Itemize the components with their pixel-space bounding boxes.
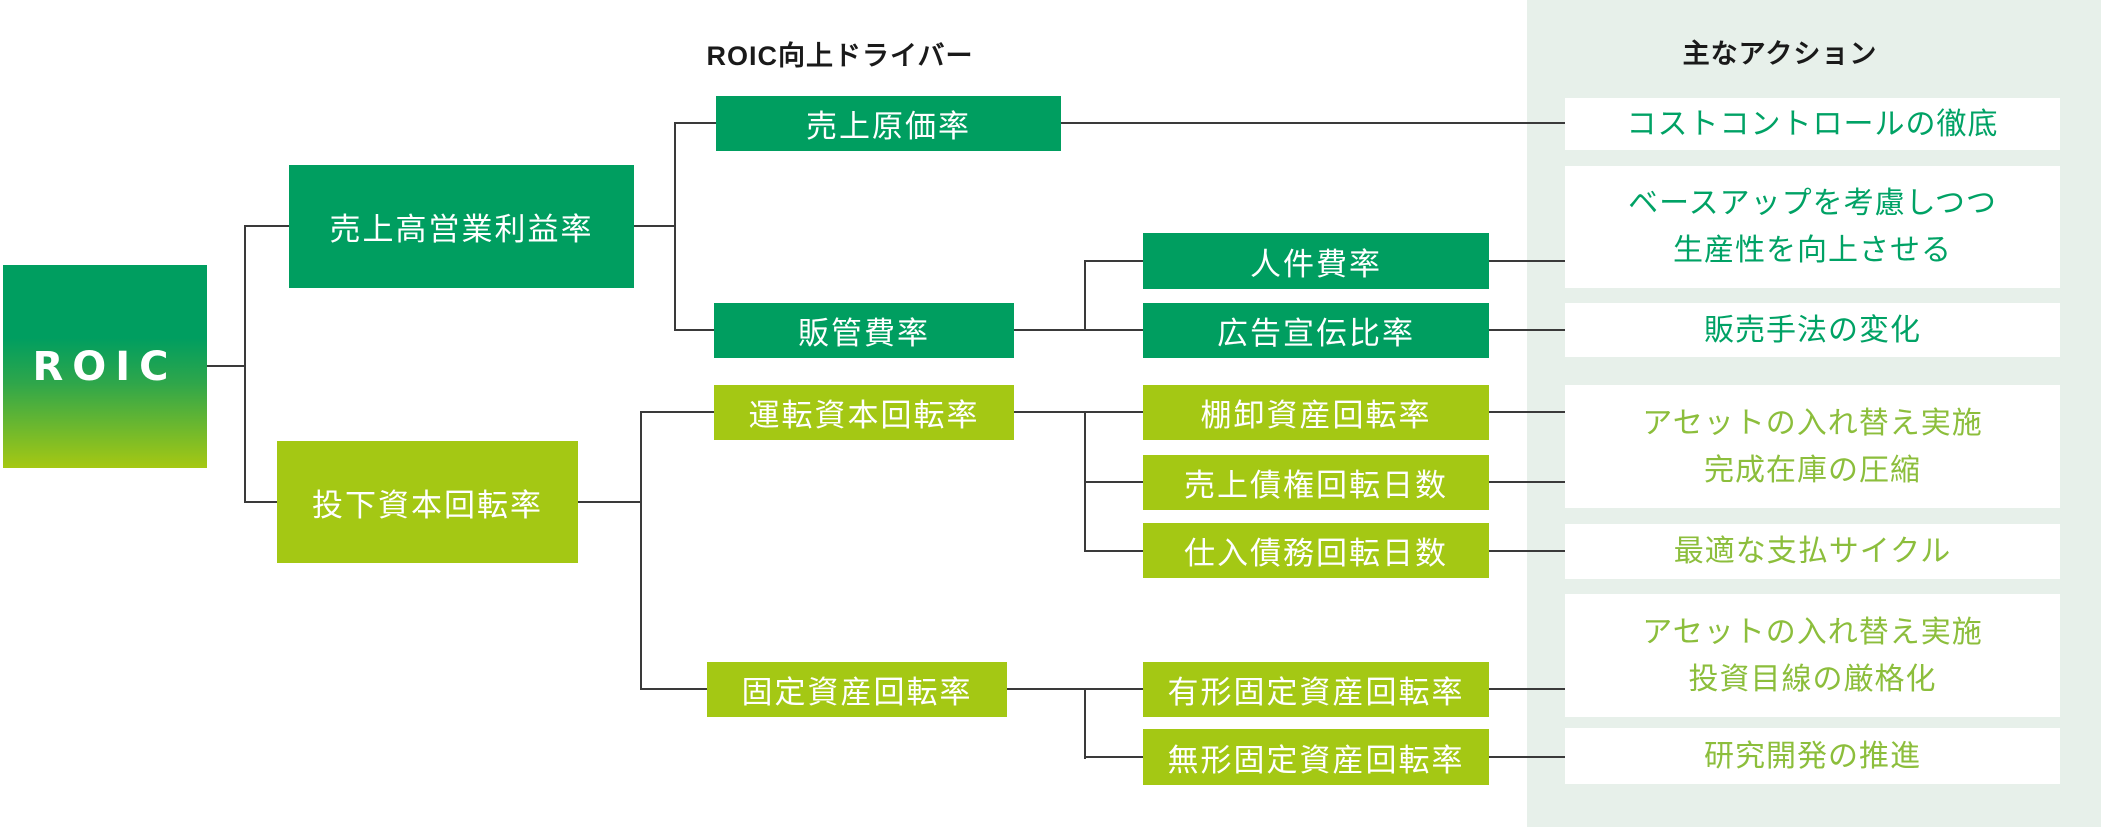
connector-line: [640, 411, 714, 413]
connector-line: [640, 411, 642, 690]
node-intangible-fixed-asset-turnover: 無形固定資産回転率: [1143, 729, 1489, 785]
node-sga-ratio: 販管費率: [714, 303, 1014, 358]
node-fixed-asset-turnover: 固定資産回転率: [707, 662, 1007, 717]
connector-line: [1007, 688, 1143, 690]
action-rnd: 研究開発の推進: [1565, 728, 2060, 784]
action-payment-cycle: 最適な支払サイクル: [1565, 524, 2060, 579]
connector-line: [1489, 688, 1565, 690]
connector-line: [674, 329, 714, 331]
action-productivity-line2: 生産性を向上させる: [1673, 234, 1952, 267]
action-investment-discipline: アセットの入れ替え実施 投資目線の厳格化: [1565, 594, 2060, 717]
action-productivity: ベースアップを考慮しつつ 生産性を向上させる: [1565, 166, 2060, 288]
connector-line: [245, 225, 289, 227]
node-inventory-turnover: 棚卸資産回転率: [1143, 385, 1489, 440]
action-inventory-compression: アセットの入れ替え実施 完成在庫の圧縮: [1565, 385, 2060, 508]
node-working-capital-turnover: 運転資本回転率: [714, 385, 1014, 440]
node-tangible-fixed-asset-turnover: 有形固定資産回転率: [1143, 662, 1489, 717]
action-sales-method: 販売手法の変化: [1565, 303, 2060, 357]
connector-line: [1084, 260, 1143, 262]
header-main-actions: 主なアクション: [1682, 39, 1878, 69]
connector-line: [1489, 481, 1565, 483]
action-inventory-line1: アセットの入れ替え実施: [1642, 406, 1983, 440]
connector-line: [1084, 260, 1086, 331]
connector-line: [1084, 550, 1143, 552]
connector-line: [1084, 756, 1143, 758]
connector-line: [1084, 481, 1143, 483]
node-payables-days: 仕入債務回転日数: [1143, 523, 1489, 578]
connector-line: [1014, 329, 1143, 331]
action-inventory-line2: 完成在庫の圧縮: [1704, 453, 1921, 487]
connector-line: [245, 501, 277, 503]
action-investment-line2: 投資目線の厳格化: [1688, 662, 1937, 696]
action-cost-control: コストコントロールの徹底: [1565, 98, 2060, 150]
connector-line: [1489, 756, 1565, 758]
connector-line: [640, 688, 708, 690]
node-receivables-days: 売上債権回転日数: [1143, 455, 1489, 510]
connector-line: [1489, 550, 1565, 552]
header-roic-drivers: ROIC向上ドライバー: [706, 41, 974, 71]
connector-line: [207, 365, 246, 367]
connector-line: [1489, 329, 1565, 331]
node-advertising-ratio: 広告宣伝比率: [1143, 303, 1489, 358]
connector-line: [1489, 260, 1565, 262]
node-invested-capital-turnover: 投下資本回転率: [277, 441, 578, 563]
node-operating-margin: 売上高営業利益率: [289, 165, 634, 288]
connector-line: [674, 122, 676, 331]
connector-line: [674, 122, 716, 124]
connector-line: [1084, 688, 1086, 759]
action-investment-line1: アセットの入れ替え実施: [1642, 615, 1983, 649]
action-productivity-line1: ベースアップを考慮しつつ: [1628, 187, 1997, 220]
connector-line: [1489, 411, 1565, 413]
connector-line: [578, 501, 642, 503]
node-cogs-ratio: 売上原価率: [716, 96, 1061, 151]
connector-line: [1061, 122, 1565, 124]
node-roic: ROIC: [3, 265, 207, 468]
connector-line: [244, 225, 246, 503]
connector-line: [1014, 411, 1143, 413]
connector-line: [634, 225, 676, 227]
node-personnel-cost-ratio: 人件費率: [1143, 233, 1489, 289]
